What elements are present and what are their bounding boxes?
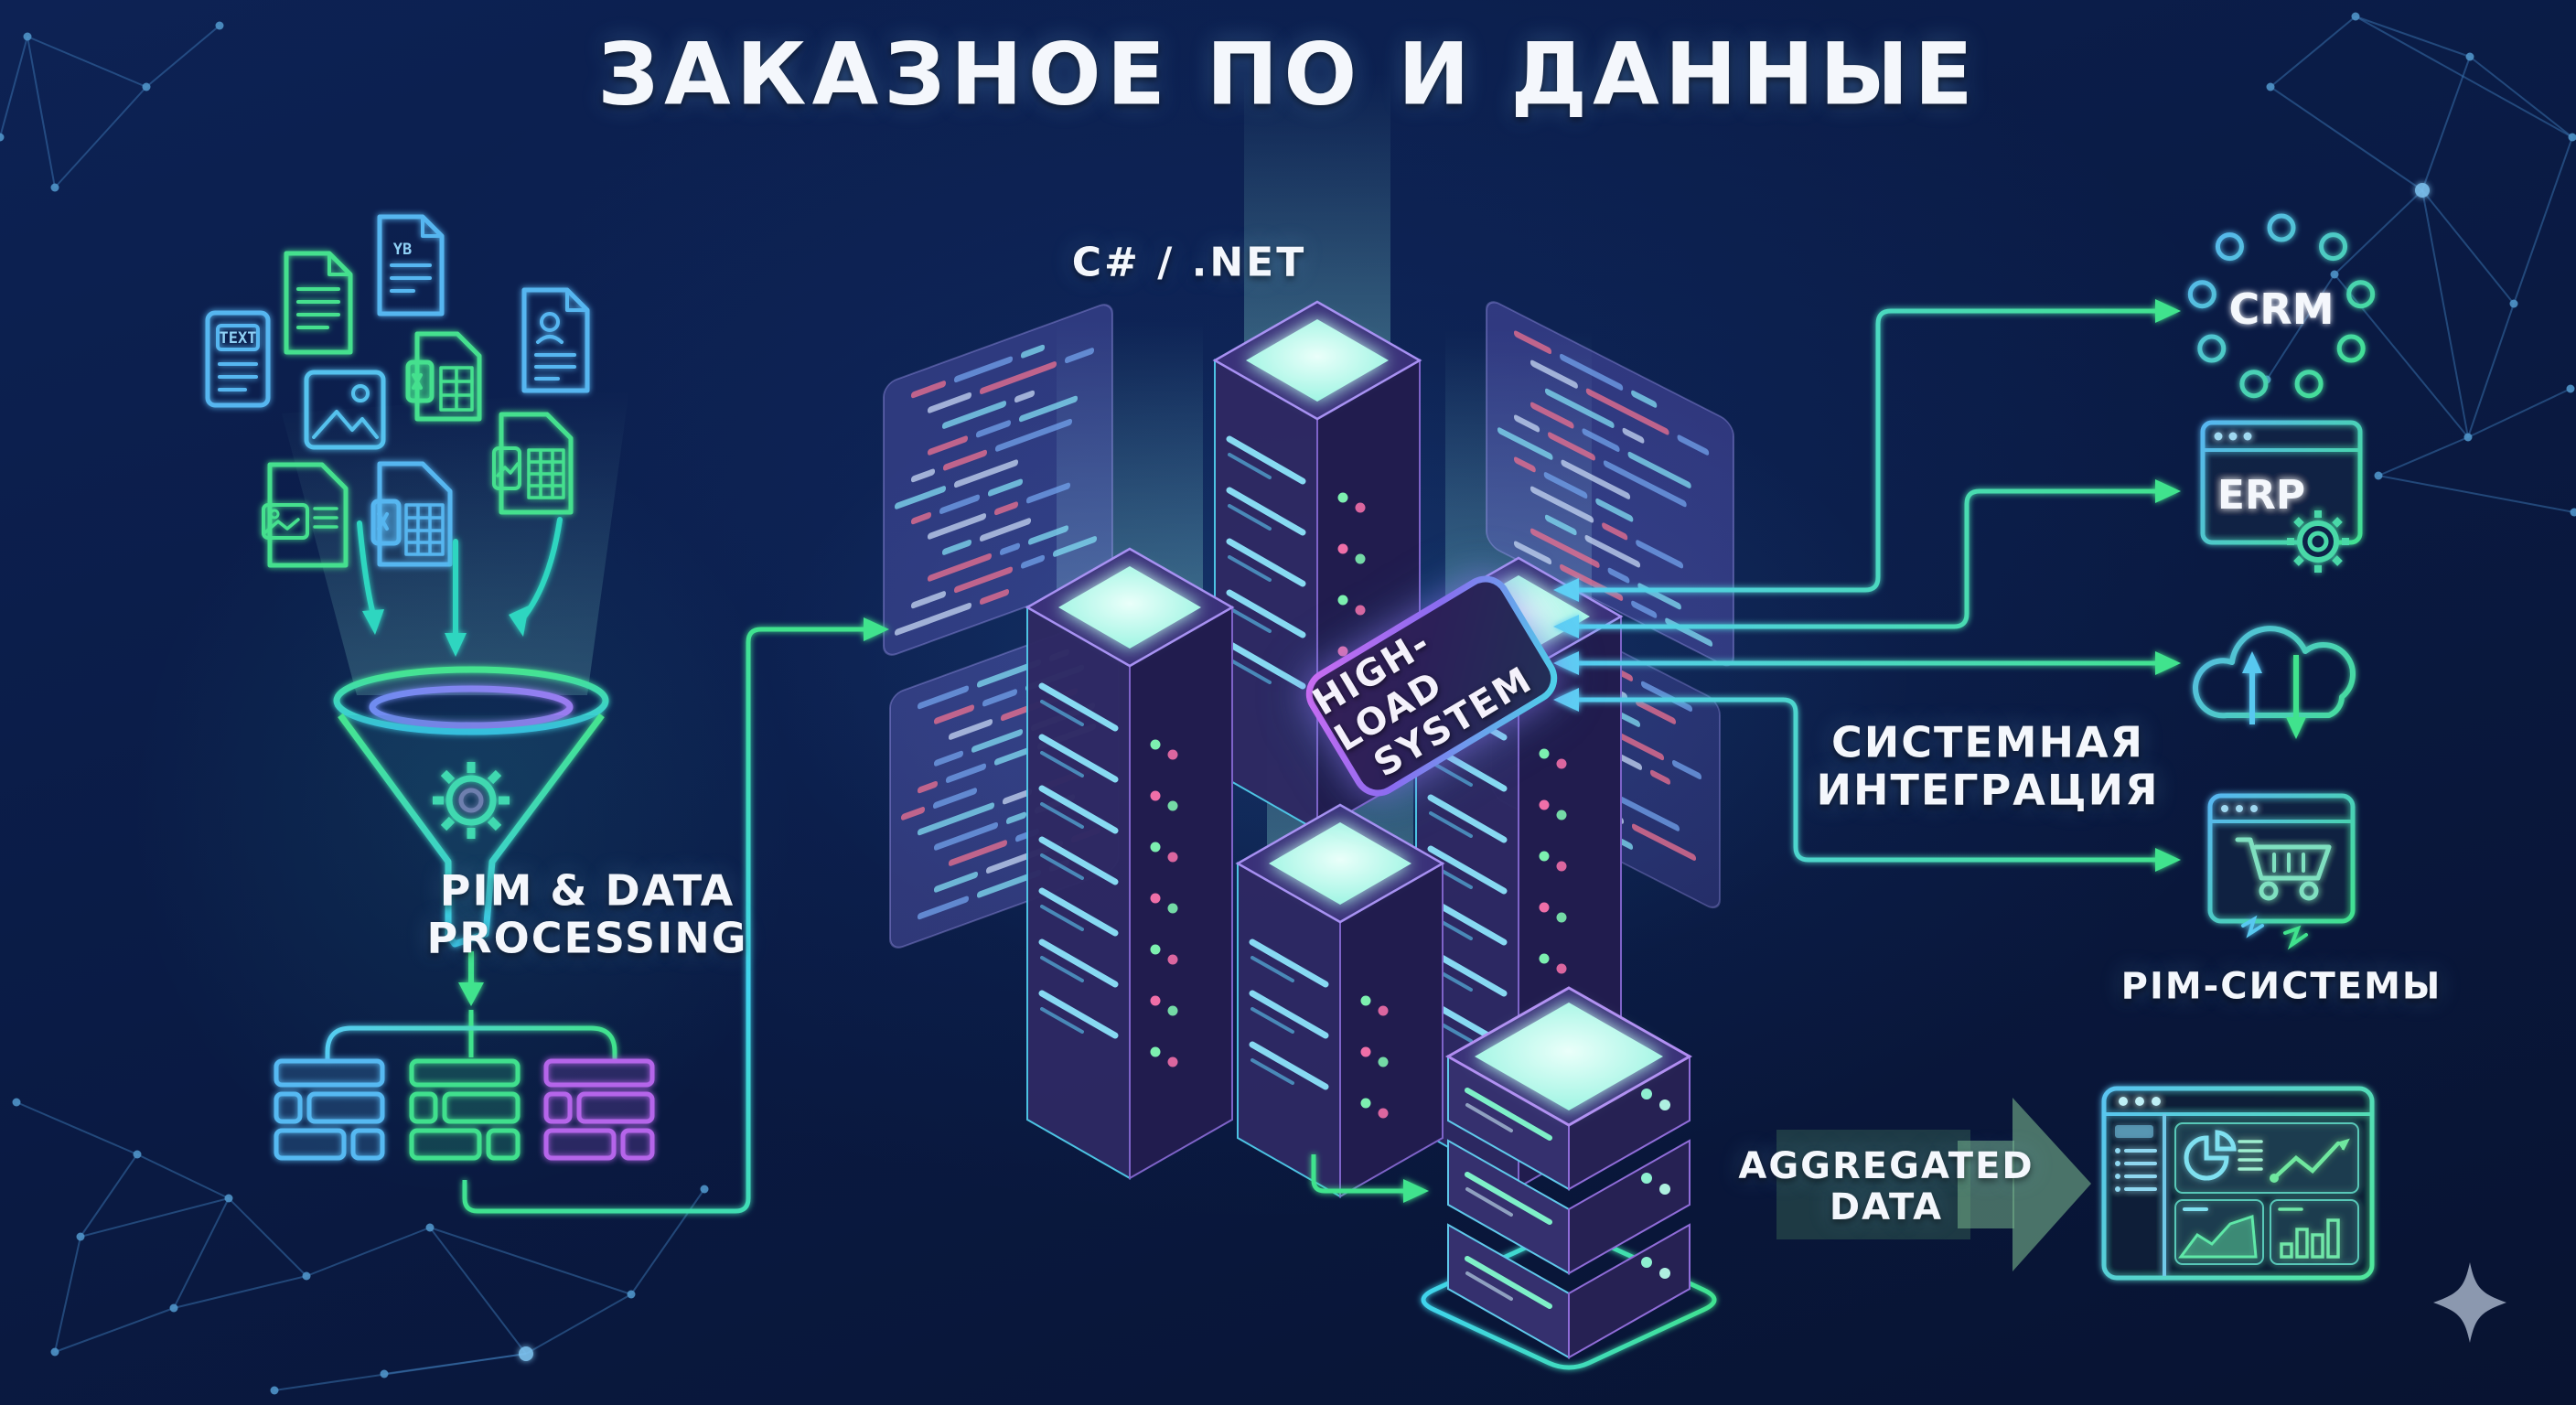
- lines-document-icon: [284, 251, 353, 355]
- yb-file-badge: YB: [393, 241, 412, 259]
- crm-icon: CRM: [2187, 213, 2376, 399]
- ecommerce-cart-icon: [2207, 793, 2356, 950]
- yb-document-icon: [377, 214, 445, 316]
- gear-icon: [433, 762, 510, 839]
- server-tower-3: [1235, 803, 1445, 1198]
- data-blocks-purple: [543, 1058, 655, 1161]
- image-spreadsheet-file-icon: [492, 412, 574, 515]
- aggregated-data-arrow: [1776, 1098, 2091, 1271]
- stat-lines: [2238, 1140, 2263, 1171]
- pie-chart-icon: [2184, 1130, 2237, 1181]
- crm-label: CRM: [2229, 284, 2334, 334]
- text-file-badge: TEXT: [220, 329, 257, 348]
- aggregated-data-label: AGGREGATED DATA: [1738, 1145, 2034, 1228]
- funnel-feed-arrows: [357, 517, 563, 657]
- dashboard-sidebar: [2115, 1125, 2157, 1192]
- erp-gear-icon: [2287, 510, 2349, 573]
- data-block-groups: [274, 1058, 655, 1161]
- server-tower-1: [1025, 547, 1235, 1180]
- download-arrow-icon: [2286, 655, 2306, 739]
- code-panel-left-top: [883, 304, 1113, 656]
- dashboard-icon: [2101, 1086, 2375, 1281]
- erp-icon: ERP: [2200, 420, 2363, 573]
- tech-stack-label: C# / .NET: [1071, 239, 1307, 286]
- text-document-icon: [205, 310, 271, 408]
- funnel-icon: [333, 666, 609, 948]
- constellation-bottom-left: [12, 1098, 709, 1395]
- blocks-to-servers-connector: [462, 617, 889, 1214]
- data-blocks-green: [409, 1058, 521, 1161]
- profile-document-icon: [521, 287, 590, 393]
- constellation-top-left: [0, 21, 224, 192]
- db-slots: [1465, 1088, 1670, 1309]
- line-chart-icon: [2270, 1138, 2350, 1183]
- spreadsheet-blue-file-icon: [370, 461, 453, 567]
- database-stack-icon: [1421, 986, 1717, 1370]
- erp-label: ERP: [2217, 472, 2305, 519]
- area-chart-icon: [2178, 1207, 2258, 1259]
- cloud-sync-icon: [2193, 626, 2356, 739]
- arrowheads-to-systems: [2155, 299, 2181, 872]
- pim-processing-label: PIM & DATA PROCESSING: [426, 865, 748, 962]
- spreadsheet-green-file-icon: [405, 331, 482, 422]
- speed-zap-marks: [2241, 915, 2308, 950]
- block-splitter-connector: [325, 1010, 617, 1059]
- bar-chart-icon: [2278, 1207, 2340, 1259]
- image-text-document-icon: [262, 462, 349, 568]
- constellation-top-right: [2262, 12, 2576, 517]
- arrowheads-to-servers: [1553, 578, 1579, 712]
- integration-connectors: [1311, 299, 2181, 1203]
- integration-target-icons: CRM ERP: [2187, 213, 2376, 950]
- system-integration-label: СИСТЕМНАЯ ИНТЕГРАЦИЯ: [1816, 717, 2160, 814]
- pim-systems-label: PIM-СИСТЕМЫ: [2120, 965, 2442, 1008]
- cart-glyph: [2235, 837, 2332, 901]
- servers-to-db-connector: [1311, 1154, 1403, 1194]
- data-blocks-blue: [274, 1058, 385, 1161]
- left-data-flow: [205, 214, 889, 1214]
- sparkle-icon: [2433, 1262, 2506, 1343]
- image-file-icon: [304, 370, 386, 450]
- funnel-output-arrow: [458, 951, 484, 1006]
- page-title: ЗАКАЗНОЕ ПО И ДАННЫЕ: [597, 25, 1979, 125]
- upload-arrow-icon: [2242, 651, 2262, 724]
